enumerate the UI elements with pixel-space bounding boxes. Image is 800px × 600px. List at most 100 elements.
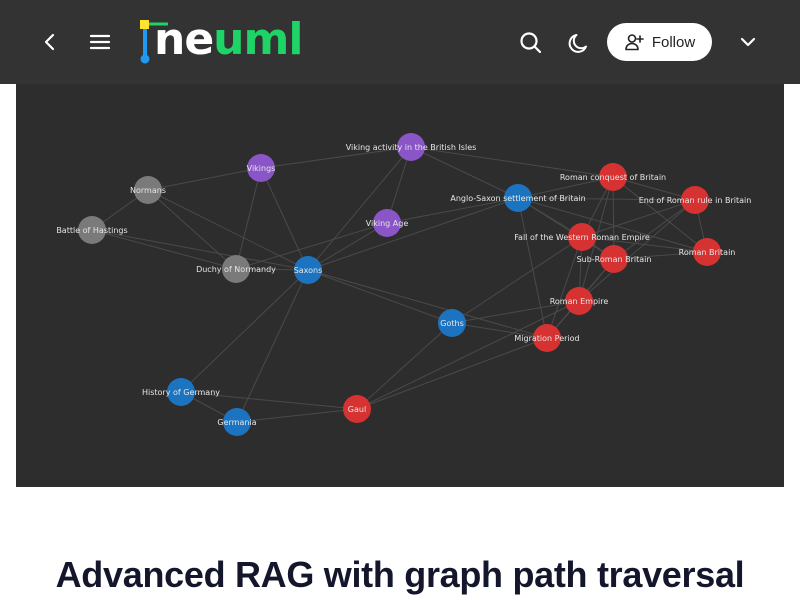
graph-edge — [613, 251, 708, 260]
graph-node-battle-hastings: Battle of Hastings — [56, 216, 128, 244]
graph-node-goths: Goths — [438, 309, 466, 337]
graph-edge — [147, 189, 237, 270]
graph-edge — [356, 337, 548, 410]
graph-edge — [356, 322, 453, 410]
graph-node-gaul: Gaul — [343, 395, 371, 423]
graph-node-label: Migration Period — [514, 334, 579, 343]
graph-node-roman-empire: Roman Empire — [550, 287, 609, 315]
graph-node-duchy-normandy: Duchy of Normandy — [196, 255, 276, 283]
graph-node-label: Fall of the Western Roman Empire — [514, 233, 650, 242]
graph-edge — [612, 176, 696, 201]
graph-edge — [147, 189, 309, 271]
graph-node-history-germany: History of Germany — [142, 378, 220, 406]
menu-button[interactable] — [86, 28, 114, 56]
graph-edge — [410, 146, 614, 178]
graph-node-label: Saxons — [294, 266, 323, 275]
graph-node-label: Normans — [130, 186, 166, 195]
graph-node-label: Viking Age — [366, 219, 409, 228]
graph-edge — [517, 197, 548, 339]
graph-edge — [578, 199, 696, 302]
dark-mode-toggle[interactable] — [564, 28, 594, 58]
graph-edge — [260, 146, 412, 169]
logo-text-u: u — [213, 14, 244, 65]
more-dropdown-button[interactable] — [734, 28, 762, 56]
graph-node-circle — [397, 133, 425, 161]
follow-button[interactable]: Follow — [607, 23, 712, 61]
graph-node-circle — [681, 186, 709, 214]
graph-node-circle — [533, 324, 561, 352]
graph-node-label: Roman Empire — [550, 297, 609, 306]
graph-node-end-roman-rule: End of Roman rule in Britain — [639, 186, 752, 214]
search-button[interactable] — [516, 28, 546, 58]
follow-label: Follow — [651, 33, 696, 51]
graph-node-sub-roman: Sub-Roman Britain — [577, 245, 651, 273]
logo-text-ne: ne — [154, 14, 214, 65]
graph-edge — [236, 408, 358, 423]
graph-edge — [517, 176, 614, 199]
graph-node-circle — [343, 395, 371, 423]
graph-node-circle — [693, 238, 721, 266]
graph-node-label: Battle of Hastings — [56, 226, 127, 235]
graph-node-circle — [565, 287, 593, 315]
graph-edge — [517, 197, 708, 253]
graph-edge — [307, 222, 388, 271]
graph-node-label: Germania — [217, 418, 256, 427]
graph-edge — [613, 199, 696, 260]
graph-edge — [91, 229, 237, 270]
moon-icon — [568, 34, 587, 53]
graph-edge — [307, 269, 453, 324]
graph-node-circle — [504, 184, 532, 212]
graph-node-label: End of Roman rule in Britain — [639, 196, 752, 205]
graph-edge — [307, 146, 412, 271]
graph-node-circle — [599, 163, 627, 191]
graph-edge — [260, 167, 309, 271]
graph-node-circle — [78, 216, 106, 244]
graph-node-circle — [167, 378, 195, 406]
back-button[interactable] — [36, 28, 64, 56]
graph-edge — [91, 229, 309, 271]
graph-node-circle — [222, 255, 250, 283]
graph-node-circle — [294, 256, 322, 284]
article-title: Advanced RAG with graph path traversal — [55, 554, 745, 596]
logo-wordmark: neuml — [154, 12, 304, 68]
back-icon — [44, 33, 55, 51]
graph-edge — [235, 167, 262, 270]
graph-node-circle — [373, 209, 401, 237]
logo-mark-icon — [140, 20, 168, 64]
graph-node-germania: Germania — [217, 408, 257, 436]
graph-node-circle — [223, 408, 251, 436]
graph-node-circle — [568, 223, 596, 251]
graph-edge — [307, 197, 519, 271]
graph-edge — [236, 269, 309, 423]
graph-node-anglo-saxon: Anglo-Saxon settlement of Britain — [450, 184, 586, 212]
graph-node-label: History of Germany — [142, 388, 220, 397]
graph-edge — [307, 269, 548, 339]
graph-edge — [581, 199, 696, 238]
graph-edge — [612, 176, 708, 253]
graph-node-circle — [600, 245, 628, 273]
graph-node-viking-activity: Viking activity in the British Isles — [346, 133, 476, 161]
logo-text-ml: ml — [243, 14, 304, 65]
graph-edge — [147, 167, 262, 191]
top-navigation-bar: neuml i Follow — [0, 0, 800, 84]
graph-edge — [451, 236, 583, 324]
graph-node-fall-western: Fall of the Western Roman Empire — [514, 223, 650, 251]
graph-node-circle — [134, 176, 162, 204]
graph-node-label: Vikings — [247, 164, 276, 173]
neuml-logo[interactable]: neuml i — [138, 14, 310, 66]
graph-edge — [180, 391, 358, 410]
graph-node-label: Gaul — [348, 405, 366, 414]
search-icon — [520, 32, 542, 54]
graph-edge — [386, 197, 519, 224]
menu-icon — [89, 34, 111, 50]
graph-edge — [410, 146, 519, 199]
graph-node-migration-period: Migration Period — [514, 324, 580, 352]
graph-node-vikings: Vikings — [247, 154, 276, 182]
graph-edge — [546, 236, 583, 339]
graph-edge — [356, 300, 580, 410]
knowledge-graph-svg: Viking activity in the British IslesViki… — [56, 133, 752, 436]
user-plus-icon — [625, 34, 644, 51]
graph-node-circle — [438, 309, 466, 337]
graph-edge — [180, 269, 309, 393]
graph-edge — [581, 236, 708, 253]
